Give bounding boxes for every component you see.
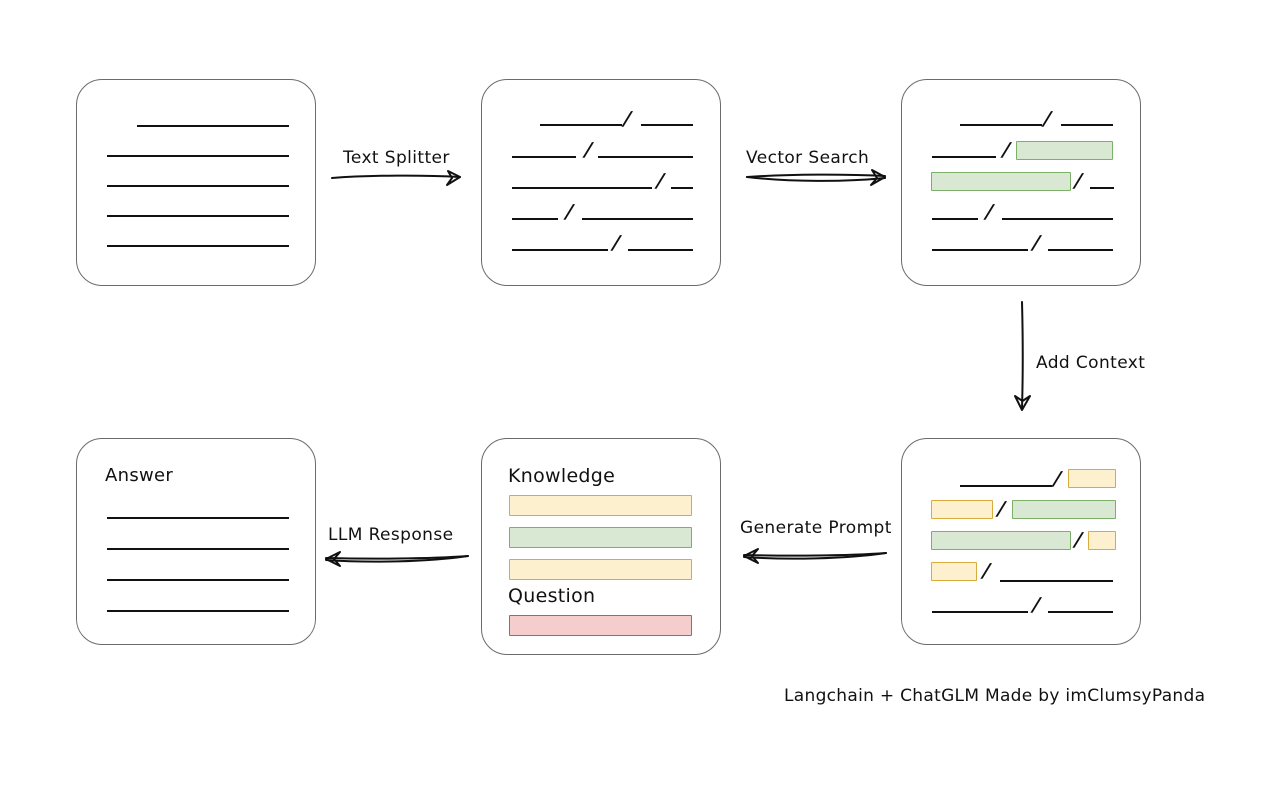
text-line [671, 187, 693, 189]
arrow-label-llm-response: LLM Response [328, 525, 454, 545]
split-slash: / [1031, 232, 1042, 254]
footer-credit: Langchain + ChatGLM Made by imClumsyPand… [784, 686, 1206, 706]
text-line [107, 245, 289, 247]
text-line [107, 517, 289, 519]
text-line [1090, 187, 1114, 189]
split-slash: / [1042, 108, 1053, 130]
text-splitter-arrow-icon [331, 170, 461, 186]
split-slash: / [564, 201, 575, 223]
text-line [582, 218, 693, 220]
text-line [1048, 249, 1113, 251]
text-line [1000, 580, 1113, 582]
knowledge-label: Knowledge [508, 465, 616, 487]
text-line [1002, 218, 1113, 220]
answer-box-content: Answer [77, 439, 315, 644]
split-slash: / [981, 560, 992, 582]
split-slash: / [1031, 594, 1042, 616]
text-line [628, 249, 693, 251]
text-line [107, 155, 289, 157]
text-line [932, 218, 978, 220]
highlight-chip-green[interactable] [1012, 500, 1116, 519]
split-document-box[interactable]: / / / / / [481, 79, 721, 286]
split-slash: / [655, 170, 666, 192]
split-slash: / [1073, 529, 1084, 551]
prompt-box[interactable]: Knowledge Question [481, 438, 721, 655]
split-slash: / [1052, 468, 1063, 490]
source-document-box[interactable] [76, 79, 316, 286]
split-slash: / [1073, 170, 1084, 192]
highlight-chip-green[interactable] [931, 172, 1071, 191]
context-document-box[interactable]: / / / / / [901, 438, 1141, 645]
text-line [512, 156, 576, 158]
split-slash: / [984, 201, 995, 223]
text-line [960, 485, 1052, 487]
split-slash: / [1001, 139, 1012, 161]
source-document-lines [77, 80, 315, 285]
highlight-chip-yellow[interactable] [1088, 531, 1116, 550]
generate-prompt-arrow-icon [743, 548, 887, 564]
highlight-chip-yellow[interactable] [931, 562, 977, 581]
knowledge-chip-green[interactable] [509, 527, 692, 548]
text-line [641, 124, 693, 126]
text-line [107, 548, 289, 550]
arrow-label-add-context: Add Context [1036, 353, 1146, 373]
question-label: Question [508, 585, 596, 607]
text-line [107, 185, 289, 187]
answer-box[interactable]: Answer [76, 438, 316, 645]
highlight-chip-green[interactable] [931, 531, 1071, 550]
text-line [512, 187, 652, 189]
prompt-box-content: Knowledge Question [482, 439, 720, 654]
llm-response-arrow-icon [325, 551, 469, 567]
matched-document-box[interactable]: / / / / / [901, 79, 1141, 286]
split-slash: / [611, 232, 622, 254]
highlight-chip-green[interactable] [1016, 141, 1113, 160]
split-document-lines: / / / / / [482, 80, 720, 285]
text-line [107, 579, 289, 581]
text-line [107, 215, 289, 217]
text-line [137, 125, 289, 127]
split-slash: / [622, 108, 633, 130]
text-line [107, 610, 289, 612]
add-context-arrow-icon [1014, 301, 1031, 411]
text-line [932, 249, 1028, 251]
arrow-label-text-splitter: Text Splitter [343, 148, 450, 168]
answer-label: Answer [105, 465, 174, 486]
highlight-chip-yellow[interactable] [1068, 469, 1116, 488]
highlight-chip-yellow[interactable] [931, 500, 993, 519]
arrow-label-vector-search: Vector Search [746, 148, 870, 168]
split-slash: / [583, 139, 594, 161]
arrow-label-generate-prompt: Generate Prompt [740, 518, 892, 538]
text-line [512, 218, 558, 220]
text-line [598, 156, 693, 158]
split-slash: / [996, 498, 1007, 520]
question-chip-red[interactable] [509, 615, 692, 636]
text-line [1061, 124, 1113, 126]
text-line [932, 611, 1028, 613]
text-line [540, 124, 622, 126]
text-line [1048, 611, 1113, 613]
knowledge-chip-yellow[interactable] [509, 559, 692, 580]
text-line [512, 249, 608, 251]
knowledge-chip-yellow[interactable] [509, 495, 692, 516]
vector-search-arrow-icon [746, 169, 886, 186]
context-document-lines: / / / / / [902, 439, 1140, 644]
matched-document-lines: / / / / / [902, 80, 1140, 285]
text-line [960, 124, 1042, 126]
text-line [932, 156, 996, 158]
